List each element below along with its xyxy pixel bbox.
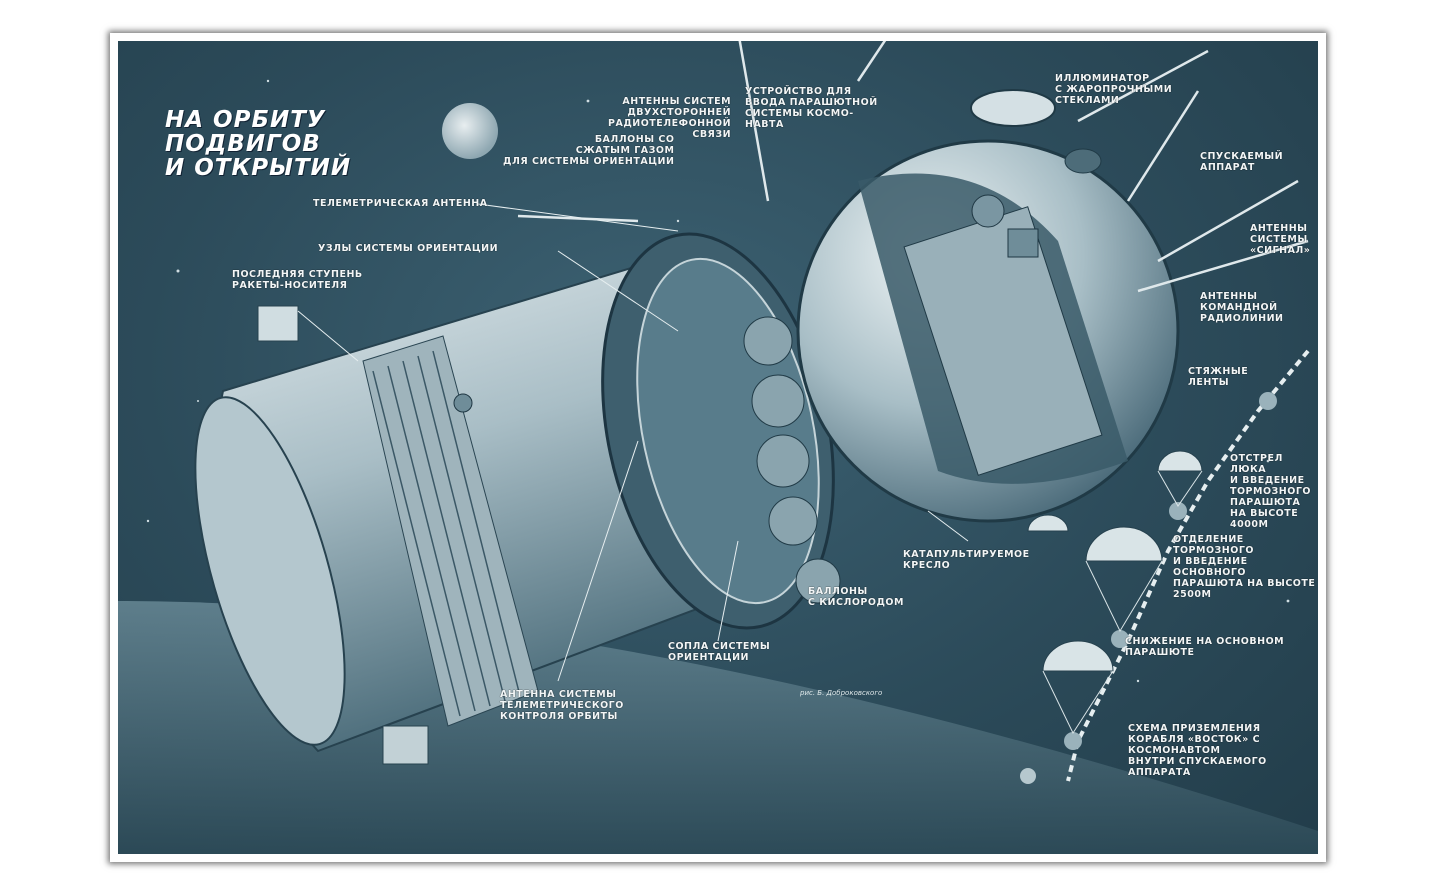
label-straps: Стяжные ленты: [1188, 366, 1249, 388]
poster-title: НА ОРБИТУ ПОДВИГОВ И ОТКРЫТИЙ: [165, 107, 352, 181]
leader-lines: [297, 203, 969, 682]
label-landing-scheme: Схема приземления корабля «Восток» с кос…: [1128, 723, 1267, 778]
moon: [442, 103, 498, 159]
brake-parachute: [1157, 450, 1203, 472]
label-last-stage: Последняя ступень ракеты-носителя: [232, 269, 363, 291]
main-parachute-low: [1042, 640, 1114, 672]
label-step-3: Снижение на основном парашюте: [1125, 636, 1285, 658]
stars: [146, 79, 1290, 683]
label-orientation-nozzles: Сопла системы ориентации: [668, 641, 771, 663]
label-ejection-seat: Катапультируемое кресло: [903, 549, 1030, 571]
vostok-illustration: НА ОРБИТУ ПОДВИГОВ И ОТКРЫТИЙ рис. Б. До…: [118, 41, 1318, 854]
label-step-2: Отделение тормозного и введение основног…: [1173, 534, 1316, 600]
descent-sphere: [796, 89, 1180, 523]
instrument-module: [601, 232, 841, 630]
last-stage-cylinder: [194, 264, 720, 765]
artist-signature: рис. Б. Доброковского: [800, 689, 883, 697]
main-parachute: [1085, 526, 1163, 562]
small-parachute: [1027, 514, 1069, 532]
antennas: [517, 41, 1309, 293]
descent-path: [1020, 349, 1310, 784]
illustration-drawing: [118, 41, 1318, 854]
label-gas-cylinders: Баллоны со сжатым газом для системы орие…: [503, 134, 675, 167]
label-signal-antennas: Антенны системы «Сигнал»: [1250, 223, 1311, 256]
poster-frame: НА ОРБИТУ ПОДВИГОВ И ОТКРЫТИЙ рис. Б. До…: [110, 33, 1326, 862]
label-descent-module: Спускаемый аппарат: [1200, 151, 1284, 173]
parachutes: [1027, 450, 1203, 672]
label-command-antennas: Антенны командной радиолинии: [1200, 291, 1284, 324]
label-oxygen-cylinders: Баллоны с кислородом: [808, 586, 904, 608]
label-porthole: Иллюминатор с жаропрочными стеклами: [1055, 73, 1173, 106]
label-orientation-units: Узлы системы ориентации: [318, 243, 499, 254]
label-orbit-antenna: Антенна системы телеметрического контрол…: [500, 689, 624, 722]
label-step-1: Отстрел люка и введение тормозного параш…: [1230, 453, 1311, 530]
label-parachute-device: Устройство для ввода парашютной системы …: [745, 86, 878, 130]
label-telemetry-antenna: Телеметрическая антенна: [313, 198, 488, 209]
label-radiotelephone-antennas: Антенны систем двухсторонней радиотелефо…: [608, 96, 732, 140]
